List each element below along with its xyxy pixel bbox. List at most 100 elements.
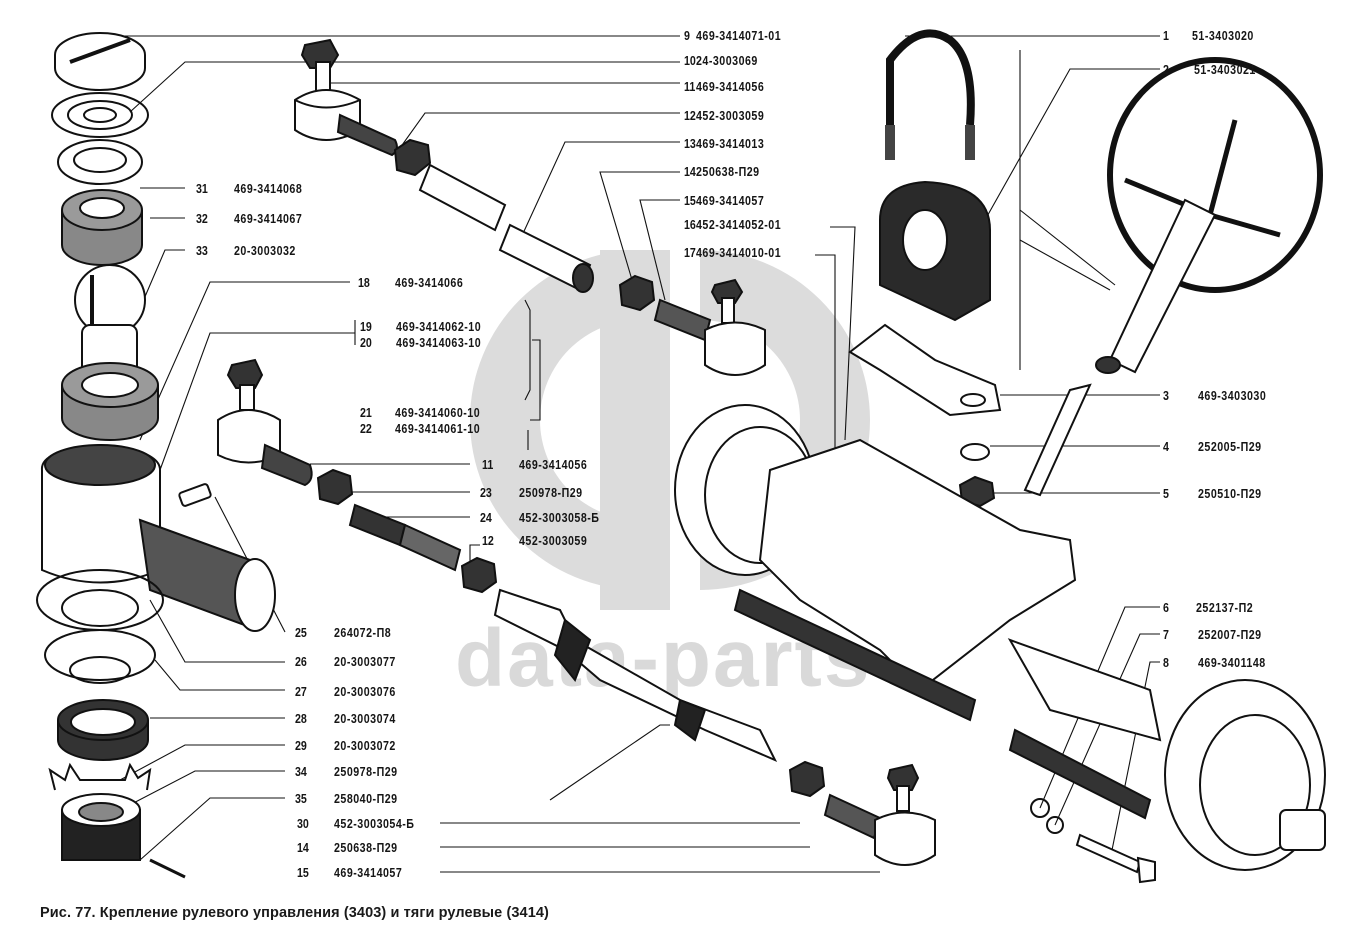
- part-number: 20-3003077: [334, 654, 396, 669]
- callout-number: 32: [196, 211, 208, 226]
- callout-number: 20: [360, 335, 372, 350]
- part-number: 20-3003074: [334, 711, 396, 726]
- part-number: 258040-П29: [334, 791, 398, 806]
- lock-nut-icon: [460, 556, 498, 594]
- callout-number: 27: [295, 684, 307, 699]
- part-number: 250978-П29: [519, 485, 583, 500]
- lock-nut-icon: [393, 138, 432, 177]
- part-number: 452-3003059: [696, 108, 765, 123]
- part-number: 250978-П29: [334, 764, 398, 779]
- part-number: 469-3414057: [334, 865, 403, 880]
- callout-number: 15: [297, 865, 309, 880]
- tie-rod-end-top-icon: [294, 38, 398, 157]
- tie-rod-end-left-icon: [217, 358, 313, 487]
- callout-number: 9: [684, 28, 690, 43]
- part-number: 452-3003054-Б: [334, 816, 415, 831]
- spring-washer-icon: [1046, 816, 1064, 834]
- rubber-seal-icon: [57, 699, 149, 761]
- part-number: 252005-П29: [1198, 439, 1262, 454]
- callout-number: 23: [480, 485, 492, 500]
- part-number: 51-3403020: [1192, 28, 1254, 43]
- part-number: 469-3414013: [696, 136, 765, 151]
- part-number: 20-3003076: [334, 684, 396, 699]
- part-number: 51-3403021: [1194, 62, 1256, 77]
- lock-nut-icon: [788, 760, 826, 798]
- part-number: 250638-П29: [334, 840, 398, 855]
- part-number: 469-3414062-10: [396, 319, 482, 334]
- dust-cup-icon: [36, 569, 164, 684]
- part-number: 250510-П29: [1198, 486, 1262, 501]
- callout-number: 5: [1163, 486, 1169, 501]
- callout-number: 3: [1163, 388, 1169, 403]
- callout-number: 2: [1163, 62, 1169, 77]
- part-number: 469-3414071-01: [696, 28, 782, 43]
- callout-number: 17: [684, 245, 696, 260]
- callout-number: 30: [297, 816, 309, 831]
- part-number: 20-3003032: [234, 243, 296, 258]
- lock-nut-icon: [618, 274, 656, 312]
- callout-number: 1: [1163, 28, 1169, 43]
- part-number: 469-3414063-10: [396, 335, 482, 350]
- parts-art: [36, 29, 1326, 884]
- part-number: 469-3414056: [696, 79, 765, 94]
- callout-number: 11: [482, 457, 494, 472]
- part-number: 469-3414010-01: [696, 245, 782, 260]
- tie-rod-end-bottom-icon: [823, 763, 936, 866]
- leader-lines: [119, 35, 1160, 873]
- callout-number: 31: [196, 181, 208, 196]
- rubber-cushion-icon: [879, 180, 991, 322]
- callout-number: 12: [482, 533, 494, 548]
- tie-rod-tube-icon: [733, 588, 1152, 820]
- callout-number: 15: [684, 193, 696, 208]
- callout-number: 34: [295, 764, 307, 779]
- part-number: 20-3003072: [334, 738, 396, 753]
- callout-number: 24: [480, 510, 492, 525]
- callout-number: 18: [358, 275, 370, 290]
- cap-plug-icon: [54, 32, 146, 91]
- part-number: 469-3414068: [234, 181, 303, 196]
- callout-number: 7: [1163, 627, 1169, 642]
- callout-number: 33: [196, 243, 208, 258]
- part-number: 264072-П8: [334, 625, 392, 640]
- part-number: 24-3003069: [696, 53, 758, 68]
- part-number: 469-3414066: [395, 275, 464, 290]
- callout-number: 16: [684, 217, 696, 232]
- callout-number: 29: [295, 738, 307, 753]
- part-number: 469-3403030: [1198, 388, 1267, 403]
- tie-rod-end-icon: [653, 278, 766, 376]
- callout-number: 21: [360, 405, 372, 420]
- callout-number: 22: [360, 421, 372, 436]
- part-number: 452-3414052-01: [696, 217, 782, 232]
- part-number: 469-3414056: [519, 457, 588, 472]
- steering-wheel-icon: [1095, 57, 1323, 374]
- callout-number: 14: [684, 164, 696, 179]
- part-number: 452-3003058-Б: [519, 510, 600, 525]
- felt-seal-icon: [61, 189, 143, 266]
- hex-rod-icon: [348, 503, 462, 572]
- figure-caption: Рис. 77. Крепление рулевого управления (…: [40, 905, 549, 921]
- spring-icon: [51, 92, 149, 138]
- part-number: 469-3414057: [696, 193, 765, 208]
- callout-number: 28: [295, 711, 307, 726]
- column-tube-icon: [1023, 383, 1092, 497]
- callout-number: 6: [1163, 600, 1169, 615]
- callout-number: 13: [684, 136, 696, 151]
- callout-number: 25: [295, 625, 307, 640]
- callout-number: 26: [295, 654, 307, 669]
- adjusting-sleeve-icon: [418, 163, 594, 293]
- part-number: 469-3401148: [1198, 655, 1266, 670]
- part-number: 469-3414060-10: [395, 405, 481, 420]
- callout-number: 12: [684, 108, 696, 123]
- part-number: 250638-П29: [696, 164, 760, 179]
- part-number: 452-3003059: [519, 533, 588, 548]
- part-number: 252137-П2: [1196, 600, 1254, 615]
- part-number: 469-3414061-10: [395, 421, 481, 436]
- bolt-icon: [1075, 833, 1156, 884]
- drag-link-icon: [493, 588, 778, 762]
- callout-number: 14: [297, 840, 309, 855]
- callout-number: 10: [684, 53, 696, 68]
- callout-number: 4: [1163, 439, 1169, 454]
- grease-fitting-icon: [178, 483, 212, 507]
- washer-icon: [57, 139, 143, 185]
- part-number: 252007-П29: [1198, 627, 1262, 642]
